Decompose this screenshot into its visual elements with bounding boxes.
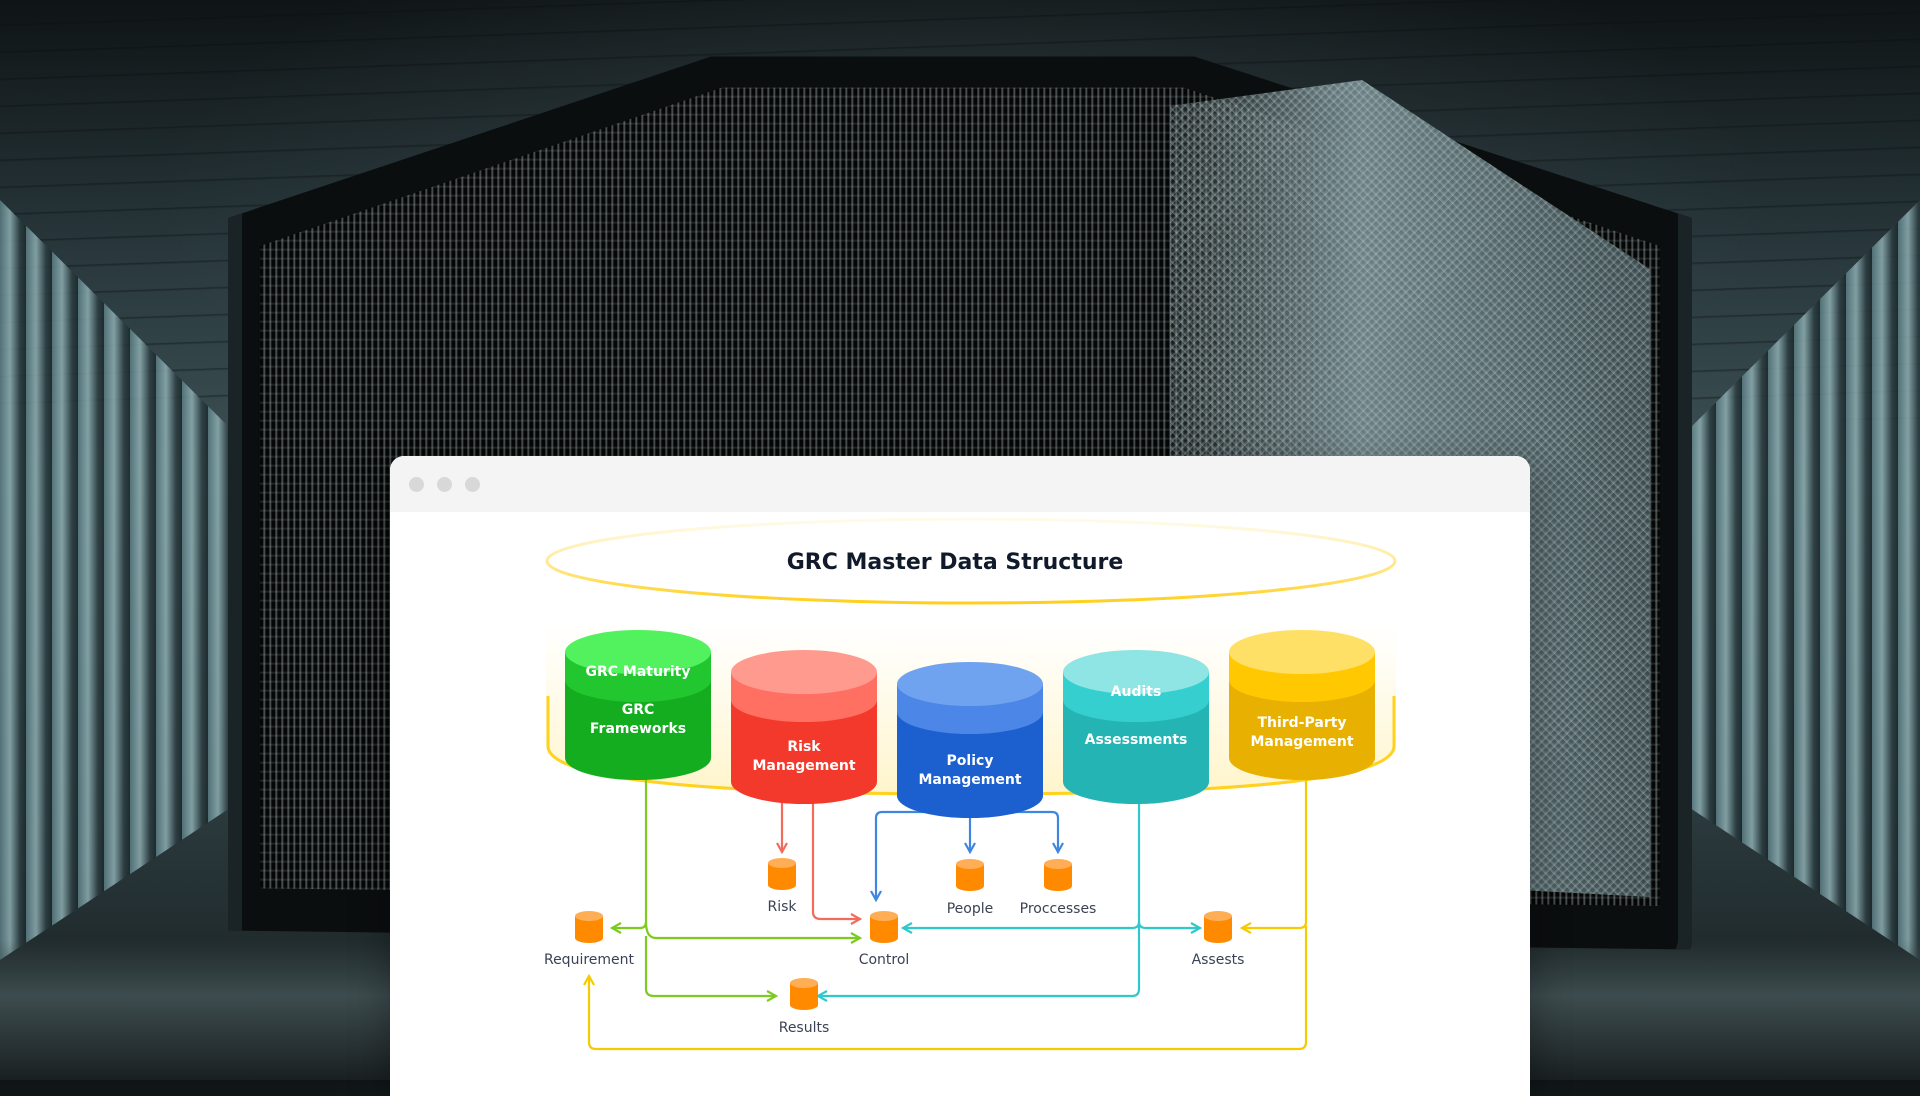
node-control[interactable]: Control [859,911,910,968]
node-risk[interactable]: Risk [767,858,797,915]
database-icon-top [1204,911,1232,921]
database-icon [1204,916,1232,943]
module-label: Third-Party [1257,715,1346,731]
database-icon [575,916,603,943]
database-icon [1044,864,1072,891]
node-label: Control [859,952,910,968]
node-label: People [947,901,994,917]
module-top [1229,630,1375,674]
window-minimize-button[interactable] [437,477,452,492]
window-close-button[interactable] [409,477,424,492]
node-assets[interactable]: Assests [1192,911,1245,968]
module-top [731,650,877,694]
window-titlebar [390,456,1530,512]
module-label: Management [918,772,1021,788]
database-icon [790,983,818,1010]
module-top [565,630,711,674]
edge-tpm-to-assets [1242,756,1308,928]
node-requirement[interactable]: Requirement [544,911,635,968]
module-label: Risk [787,739,821,755]
database-icon-top [1044,859,1072,869]
edge-assessments-to-assets [1137,921,1200,928]
node-label: Risk [767,899,797,915]
window-maximize-button[interactable] [465,477,480,492]
database-icon-top [790,978,818,988]
edge-risk-mgmt-to-control [811,776,860,919]
module-label: GRC [622,702,655,718]
database-icon [870,916,898,943]
edge-policy-to-control [876,810,970,900]
node-label: Assests [1192,952,1245,968]
module-top [1063,650,1209,694]
edge-tpm-to-requirement [589,926,1308,1051]
database-icon-top [870,911,898,921]
diagram-title: GRC Master Data Structure [787,550,1124,575]
module-label: Frameworks [590,721,686,737]
database-icon-top [956,859,984,869]
title-ellipse [545,517,1397,605]
edge-assessments-to-results [818,926,1141,996]
node-label: Requirement [544,952,635,968]
module-top [897,662,1043,706]
edge-policy-to-processes [970,810,1058,852]
database-icon-top [575,911,603,921]
module-label: Management [1250,734,1353,750]
database-icon-top [768,858,796,868]
module-label: GRC Maturity [586,664,691,680]
database-icon [956,864,984,891]
node-label: Results [779,1020,830,1036]
module-label: Policy [947,753,994,769]
node-label: Proccesses [1020,901,1097,917]
edge-grc-to-results [644,936,776,996]
module-label: Management [752,758,855,774]
database-icon [768,863,796,890]
node-results[interactable]: Results [779,978,830,1036]
module-label: Assessments [1085,732,1188,748]
grc-diagram: GRC Master Data Structure GRC MaturityGR… [544,517,1397,1051]
node-processes[interactable]: Proccesses [1020,859,1097,917]
module-label: Audits [1111,684,1162,700]
edge-grc-to-control [644,921,860,938]
node-people[interactable]: People [947,859,994,917]
